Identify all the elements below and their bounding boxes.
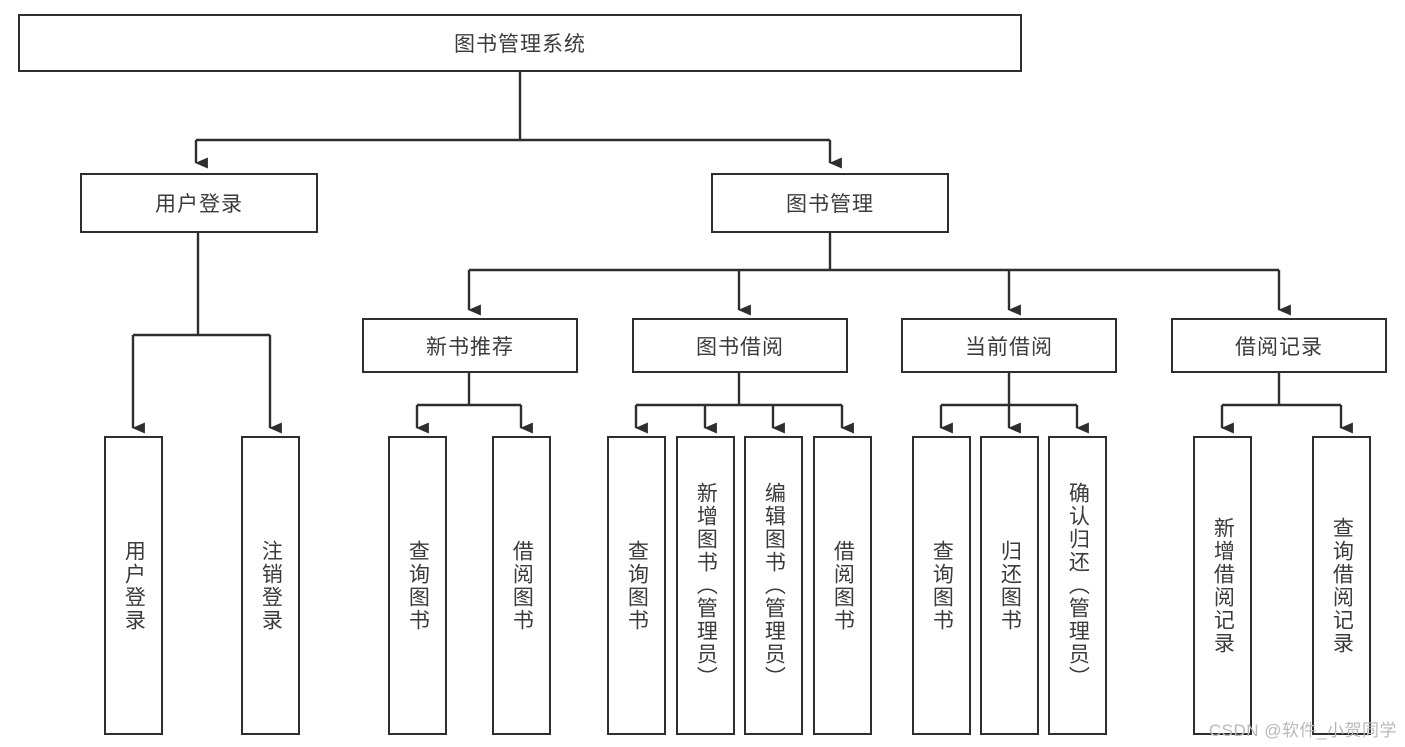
node-leaf-logout[interactable]: 注销登录 [241, 436, 300, 735]
node-label: 用户登录 [122, 539, 146, 632]
node-leaf-confirm-return-admin[interactable]: 确认归还（管理员） [1048, 436, 1107, 735]
node-label: 归还图书 [998, 539, 1022, 632]
node-label: 图书管理系统 [454, 33, 586, 56]
node-label: 图书管理 [786, 193, 874, 216]
node-label: 确认归还（管理员） [1066, 482, 1090, 689]
node-leaf-user-login[interactable]: 用户登录 [104, 436, 163, 735]
node-label: 图书借阅 [696, 335, 784, 359]
node-leaf-query-book-new[interactable]: 查询图书 [388, 436, 447, 735]
node-leaf-edit-book-admin[interactable]: 编辑图书（管理员） [744, 436, 803, 735]
node-leaf-query-borrow-record[interactable]: 查询借阅记录 [1312, 436, 1371, 735]
node-new-book-recommendation[interactable]: 新书推荐 [362, 318, 578, 373]
node-leaf-borrow-book-new[interactable]: 借阅图书 [492, 436, 551, 735]
node-leaf-add-book-admin[interactable]: 新增图书（管理员） [676, 436, 735, 735]
node-label: 查询图书 [625, 539, 649, 632]
node-root-book-management-system[interactable]: 图书管理系统 [18, 14, 1022, 72]
node-label: 新增借阅记录 [1211, 516, 1235, 655]
node-label: 查询图书 [406, 539, 430, 632]
node-label: 查询借阅记录 [1330, 516, 1354, 655]
csdn-watermark: CSDN @软件_小贺同学 [1208, 721, 1397, 740]
node-current-borrowing[interactable]: 当前借阅 [901, 318, 1117, 373]
node-label: 注销登录 [259, 539, 283, 632]
node-leaf-borrow-book[interactable]: 借阅图书 [813, 436, 872, 735]
node-borrowing-records[interactable]: 借阅记录 [1171, 318, 1387, 373]
node-label: 借阅记录 [1235, 335, 1323, 359]
node-label: 借阅图书 [510, 539, 534, 632]
node-leaf-return-book[interactable]: 归还图书 [980, 436, 1039, 735]
node-label: 新书推荐 [426, 335, 514, 359]
node-label: 新增图书（管理员） [694, 482, 718, 689]
node-leaf-query-book-current[interactable]: 查询图书 [912, 436, 971, 735]
node-book-management[interactable]: 图书管理 [711, 173, 949, 233]
node-leaf-query-book-borrow[interactable]: 查询图书 [607, 436, 666, 735]
node-label: 用户登录 [155, 193, 243, 216]
node-label: 借阅图书 [831, 539, 855, 632]
node-label: 当前借阅 [965, 335, 1053, 359]
node-book-borrowing[interactable]: 图书借阅 [632, 318, 848, 373]
node-label: 查询图书 [930, 539, 954, 632]
node-user-login[interactable]: 用户登录 [80, 173, 318, 233]
node-leaf-add-borrow-record[interactable]: 新增借阅记录 [1193, 436, 1252, 735]
node-label: 编辑图书（管理员） [762, 482, 786, 689]
